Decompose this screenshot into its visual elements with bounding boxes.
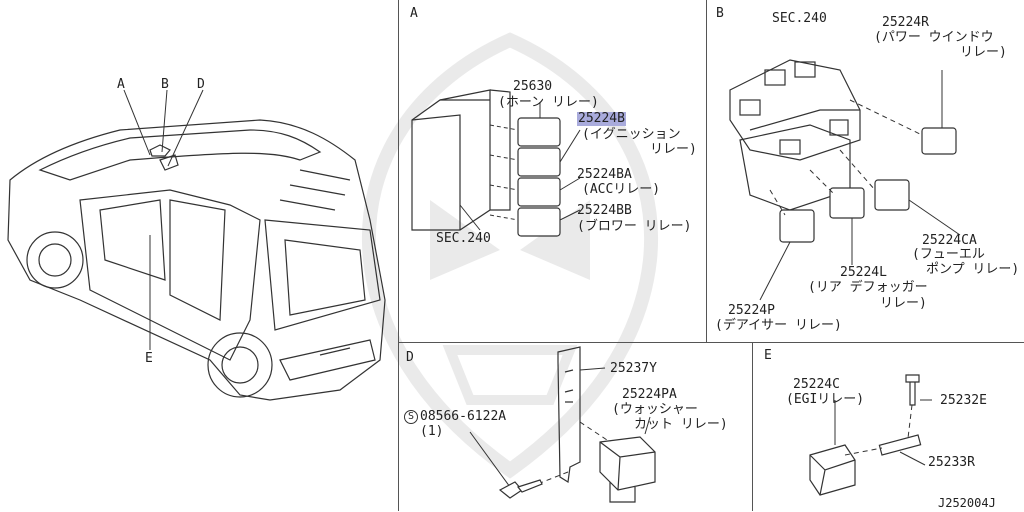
divider-horizontal <box>398 342 1024 343</box>
relay-block-icon <box>411 89 581 237</box>
part-25224ca-name2: ポンプ リレー) <box>926 262 1020 277</box>
part-25224r-name2: リレー) <box>960 45 1007 60</box>
car-illustration <box>7 89 386 401</box>
section-label-d: D <box>406 350 414 365</box>
part-25224pa-name2: カット リレー) <box>634 417 728 432</box>
divider-left <box>398 0 399 511</box>
car-callout-e: E <box>145 351 153 366</box>
part-08566-qty: (1) <box>420 424 444 439</box>
car-callout-d: D <box>197 77 205 92</box>
divider-lower <box>752 342 753 511</box>
part-25233r-number: 25233R <box>928 455 975 470</box>
s-symbol-icon: S <box>404 410 418 424</box>
watermark-crest <box>361 32 659 479</box>
part-25224l-name2: リレー) <box>880 296 927 311</box>
section-label-b: B <box>716 6 724 21</box>
bolt-icon <box>498 479 543 499</box>
part-25224bb-name: (ブロワー リレー) <box>577 219 692 234</box>
part-25224pa-name1: (ウォッシャー <box>612 402 698 417</box>
part-25224b-number: 25224B <box>577 111 626 126</box>
part-25630-name: (ホーン リレー) <box>498 95 599 110</box>
car-callout-b: B <box>161 77 169 92</box>
part-25232e-number: 25232E <box>940 393 987 408</box>
sec-240-a: SEC.240 <box>436 231 491 246</box>
part-25224l-name1: (リア デフォッガー <box>808 280 928 295</box>
part-25224bb-number: 25224BB <box>577 203 632 218</box>
part-25224r-number: 25224R <box>882 15 929 30</box>
divider-middle <box>706 0 707 342</box>
car-callout-a: A <box>117 77 125 92</box>
part-25237y-number: 25237Y <box>610 361 657 376</box>
part-25224l-number: 25224L <box>840 265 887 280</box>
part-25224ca-number: 25224CA <box>922 233 977 248</box>
part-25224ba-number: 25224BA <box>577 167 632 182</box>
section-label-a: A <box>410 6 418 21</box>
diagram-code: J252004J <box>938 496 996 510</box>
relay-icon <box>809 374 932 496</box>
part-25224ba-name: (ACCリレー) <box>582 182 661 197</box>
part-25224pa-number: 25224PA <box>622 387 677 402</box>
part-25224r-name1: (パワー ウインドウ <box>874 30 994 45</box>
part-25224c-name: (EGIリレー) <box>786 392 865 407</box>
part-25224c-number: 25224C <box>793 377 840 392</box>
part-25224b-name1: (イグニッション <box>582 127 681 142</box>
part-25224b-name2: リレー) <box>650 142 697 157</box>
part-25224p-number: 25224P <box>728 303 775 318</box>
sec-240-b: SEC.240 <box>772 11 827 26</box>
section-label-e: E <box>764 348 772 363</box>
part-25224ca-name1: (フューエル <box>912 247 985 262</box>
fuse-box-icon <box>729 59 961 301</box>
bracket-icon <box>469 346 656 503</box>
part-25630-number: 25630 <box>513 79 553 94</box>
part-25224p-name: (デアイサー リレー) <box>715 318 842 333</box>
part-08566-number: 08566-6122A <box>420 409 507 424</box>
